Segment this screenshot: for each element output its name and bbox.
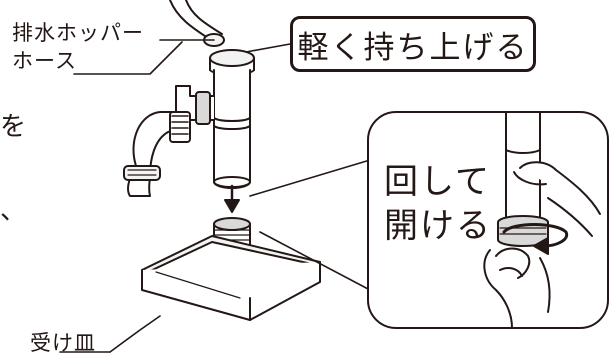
drain-hose [169, 0, 225, 47]
hose-label-line2: ホース [12, 49, 77, 73]
side-pipe [123, 85, 215, 197]
zoom-label-line1: 回して [384, 162, 491, 202]
edge-text-top: を [0, 112, 27, 142]
hopper-body [213, 69, 251, 189]
rotate-arrow-icon [502, 223, 569, 255]
edge-text-bottom: 、 [0, 196, 27, 226]
down-arrow-icon [224, 184, 240, 213]
zoom-label-line2: 開ける [384, 206, 492, 246]
zoom-detail-box [367, 111, 609, 329]
tray [141, 235, 321, 321]
hose-label-line1: 排水ホッパー [12, 21, 144, 45]
leader-lines [59, 39, 371, 353]
hopper-cap [209, 49, 255, 76]
tray-label: 受け皿 [30, 331, 96, 355]
callout-lift-gently: 軽く持ち上げる [290, 16, 536, 72]
